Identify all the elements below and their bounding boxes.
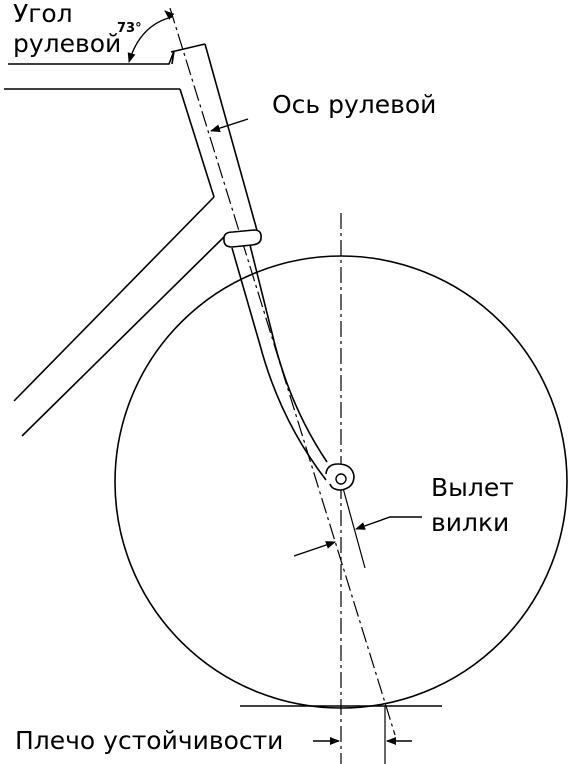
- down-tube-lower: [21, 234, 227, 437]
- head-tube-left: [179, 88, 215, 198]
- steering-angle-label-line1: Угол: [13, 0, 73, 28]
- top-tube: [8, 50, 175, 65]
- fork-offset-leader-left: [293, 541, 336, 557]
- fork-blade-right: [249, 244, 328, 463]
- fork-blade-left: [231, 247, 327, 481]
- steering-axis-leader: [210, 118, 249, 133]
- steering-angle-label-line2: рулевой: [13, 29, 121, 58]
- hub-axle: [335, 473, 347, 485]
- head-tube-right: [204, 43, 259, 235]
- fork-offset-label-line1: Вылет: [431, 473, 514, 502]
- trail-label: Плечо устойчивости: [15, 726, 283, 755]
- fork-offset-leader-right: [355, 516, 422, 530]
- fork-offset-label-line2: вилки: [431, 508, 509, 537]
- fork-offset-line: [342, 487, 366, 569]
- fork-crown: [223, 229, 262, 248]
- down-tube-upper: [13, 196, 215, 402]
- steering-angle-tick: [164, 10, 175, 20]
- steering-axis-label: Ось рулевой: [272, 90, 436, 119]
- steering-angle-value: 73°: [117, 21, 142, 36]
- head-tube-top: [170, 43, 206, 53]
